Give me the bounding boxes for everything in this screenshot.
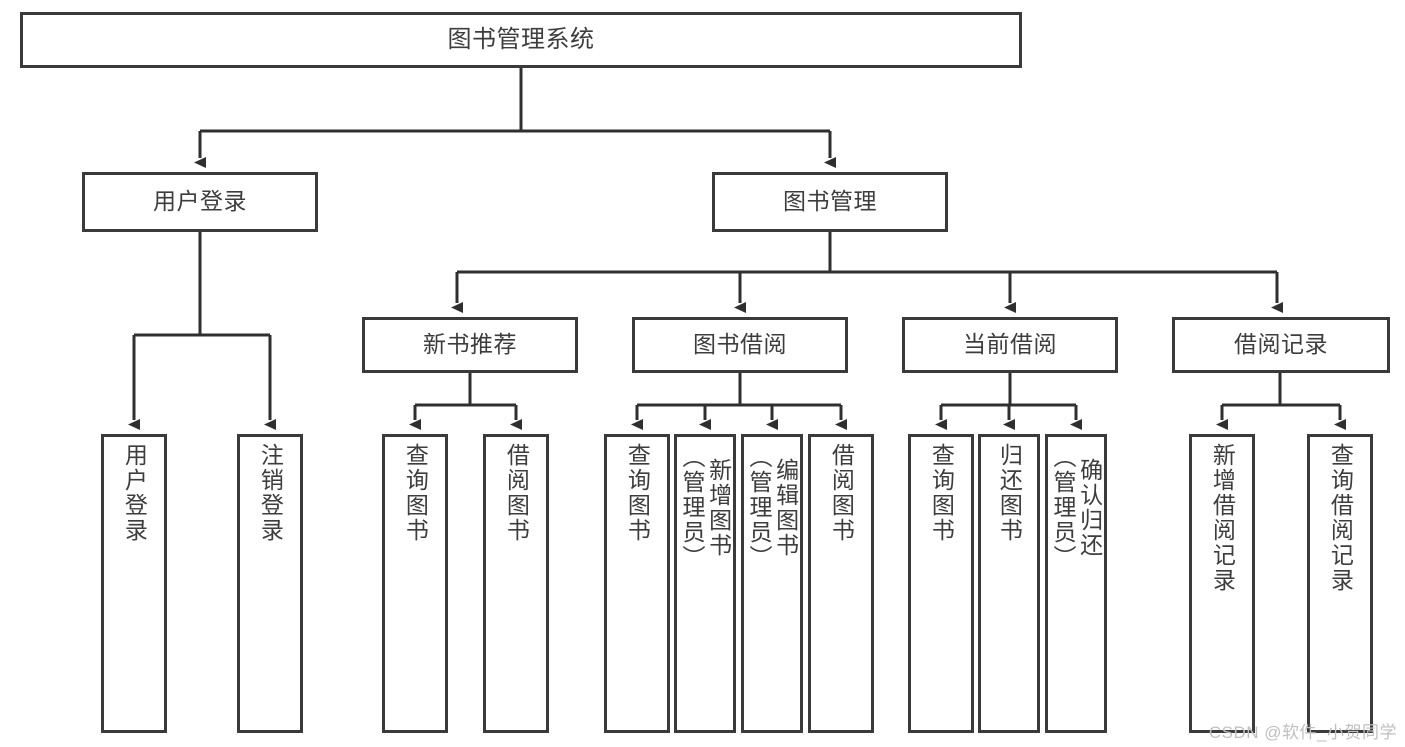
leaf-add-book-admin[interactable]: 新增图书 （管理员）: [674, 434, 736, 733]
node-label: 用户登录: [121, 443, 148, 543]
node-label: 查询图书: [624, 443, 651, 543]
node-new-book-recommend[interactable]: 新书推荐: [362, 317, 578, 373]
leaf-edit-book-admin[interactable]: 编辑图书 （管理员）: [741, 434, 803, 733]
node-label: 新增图书 （管理员）: [679, 445, 732, 570]
node-label: 借阅图书: [503, 443, 530, 543]
node-label: 借阅记录: [1234, 331, 1328, 358]
node-label: 查询借阅记录: [1327, 443, 1354, 593]
leaf-borrow-book[interactable]: 借阅图书: [808, 434, 874, 733]
node-current-borrow[interactable]: 当前借阅: [902, 317, 1118, 373]
leaf-query-book-borrow[interactable]: 查询图书: [604, 434, 670, 733]
leaf-logout[interactable]: 注销登录: [237, 434, 303, 733]
leaf-add-borrow-record[interactable]: 新增借阅记录: [1189, 434, 1255, 733]
node-label: 查询图书: [402, 443, 429, 543]
node-label: 当前借阅: [963, 331, 1057, 358]
leaf-query-book-recommend[interactable]: 查询图书: [382, 434, 448, 733]
leaf-confirm-return-admin[interactable]: 确认归还 （管理员）: [1045, 434, 1107, 733]
node-label: 确认归还 （管理员）: [1050, 445, 1103, 570]
node-label: 图书管理: [783, 188, 877, 215]
node-label: 新书推荐: [423, 331, 517, 358]
node-label: 借阅图书: [828, 443, 855, 543]
node-label: 归还图书: [996, 443, 1023, 543]
leaf-borrow-book-recommend[interactable]: 借阅图书: [483, 434, 549, 733]
leaf-query-book-current[interactable]: 查询图书: [908, 434, 974, 733]
node-label: 新增借阅记录: [1209, 443, 1236, 593]
leaf-user-login[interactable]: 用户登录: [101, 434, 167, 733]
node-label: 图书管理系统: [447, 25, 595, 53]
node-label: 查询图书: [928, 443, 955, 543]
leaf-query-borrow-record[interactable]: 查询借阅记录: [1307, 434, 1373, 733]
node-root-system[interactable]: 图书管理系统: [20, 12, 1022, 68]
node-label: 图书借阅: [693, 331, 787, 358]
node-book-borrow[interactable]: 图书借阅: [632, 317, 848, 373]
node-label: 注销登录: [257, 443, 284, 543]
node-label: 用户登录: [153, 188, 247, 215]
node-label: 编辑图书 （管理员）: [746, 445, 799, 570]
node-borrow-record[interactable]: 借阅记录: [1172, 317, 1390, 373]
csdn-watermark: CSDN @软件_小贺同学: [1208, 723, 1397, 742]
node-user-login[interactable]: 用户登录: [82, 172, 318, 232]
node-book-management[interactable]: 图书管理: [712, 172, 948, 232]
leaf-return-book[interactable]: 归还图书: [978, 434, 1040, 733]
